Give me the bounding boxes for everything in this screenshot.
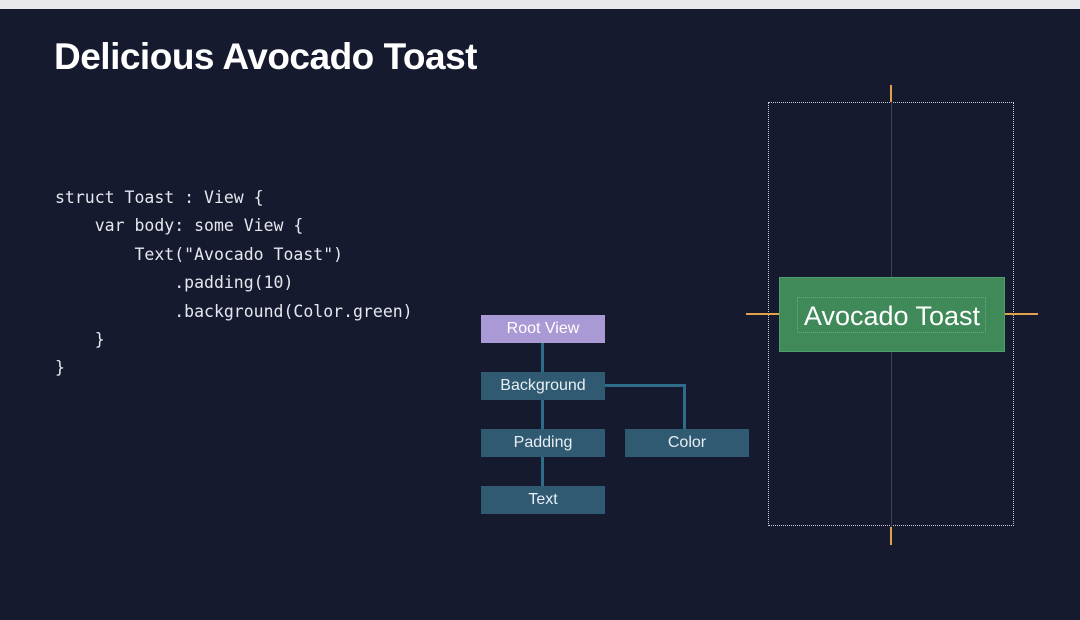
avocado-toast-view: [779, 277, 1005, 352]
tree-node-background: Background: [481, 372, 605, 400]
edge-background-color-v: [683, 384, 686, 429]
tree-node-root-view: Root View: [481, 315, 605, 343]
edge-padding-text: [541, 457, 544, 486]
code-line: .padding(10): [55, 273, 294, 293]
code-line: }: [55, 358, 65, 378]
edge-root-background: [541, 343, 544, 372]
tree-node-text: Text: [481, 486, 605, 514]
window-top-bar: [0, 0, 1080, 9]
guide-tick-right: [1005, 313, 1038, 315]
code-line: .background(Color.green): [55, 301, 413, 321]
code-line: Text("Avocado Toast"): [55, 244, 344, 264]
code-line: }: [55, 329, 105, 349]
edge-background-padding: [541, 400, 544, 429]
avocado-toast-label: Avocado Toast: [803, 301, 981, 331]
guide-tick-bottom: [890, 527, 892, 545]
code-line: struct Toast : View {: [55, 188, 264, 207]
edge-background-color-h: [605, 384, 686, 387]
slide-title: Delicious Avocado Toast: [54, 36, 478, 77]
guide-tick-left: [746, 313, 779, 315]
tree-node-color: Color: [625, 429, 749, 457]
code-line: var body: some View {: [55, 216, 304, 236]
code-block: struct Toast : View { var body: some Vie…: [55, 184, 413, 383]
tree-node-padding: Padding: [481, 429, 605, 457]
guide-tick-top: [890, 85, 892, 102]
